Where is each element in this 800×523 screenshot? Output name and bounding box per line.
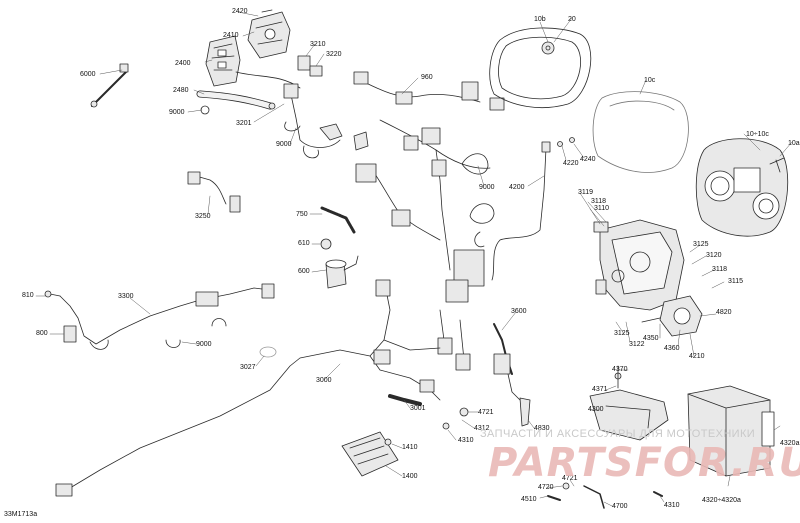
callout-4721-lower: 4721: [562, 475, 578, 482]
callout-3600: 3600: [511, 308, 527, 315]
harness-4200-part: [474, 141, 551, 281]
callout-3027: 3027: [240, 364, 256, 371]
callout-3001: 3001: [410, 405, 426, 412]
callout-610: 610: [298, 240, 310, 247]
callout-2410: 2410: [223, 32, 239, 39]
callout-4200: 4200: [509, 184, 525, 191]
relay-3600-part: [493, 323, 521, 401]
callout-4371: 4371: [592, 386, 608, 393]
actuator-4350-part: [641, 295, 703, 337]
callout-3118-lower: 3118: [712, 266, 728, 273]
connector-3210-part: [297, 55, 323, 77]
main-harness-960-part: [353, 71, 505, 371]
harness-3300-part: [44, 283, 275, 350]
callout-4220: 4220: [563, 160, 579, 167]
control-module-3110-part: [593, 219, 685, 311]
callout-4320a: 4320a: [780, 440, 800, 447]
callout-4721-upper: 4721: [478, 409, 494, 416]
callout-3120: 3120: [706, 252, 722, 259]
callout-3110: 3110: [594, 205, 610, 212]
callout-1400: 1400: [402, 473, 418, 480]
clamp-9000-part: [461, 153, 489, 175]
watermark-logo: PARTSFOR.RU: [488, 440, 800, 486]
callout-600: 600: [298, 268, 310, 275]
callout-4210: 4210: [689, 353, 705, 360]
callout-9000-lower: 9000: [196, 341, 212, 348]
callout-10c: 10c: [644, 77, 656, 84]
hose-2480-part: [196, 90, 276, 115]
tube-3001-part: [388, 394, 422, 406]
callout-810: 810: [22, 292, 34, 299]
cluster-lens-10c-part: [592, 91, 689, 173]
callout-3201: 3201: [236, 120, 252, 127]
callout-3210: 3210: [310, 41, 326, 48]
callout-3250: 3250: [195, 213, 211, 220]
cluster-bezel-10b-part: [489, 27, 592, 109]
callout-10b: 10b: [534, 16, 546, 23]
fitting-4830-part: [519, 397, 531, 427]
harness-3201-part: [283, 83, 369, 159]
callout-6000: 6000: [80, 71, 96, 78]
callout-960: 960: [421, 74, 433, 81]
main-harness-3000-part: [55, 279, 441, 497]
callout-4310-upper: 4310: [458, 437, 474, 444]
grommet-3027-part: [259, 346, 277, 358]
washer-4721-part: [459, 407, 469, 417]
callout-9000-upper: 9000: [169, 109, 185, 116]
callout-1410: 1410: [402, 444, 418, 451]
callout-750: 750: [296, 211, 308, 218]
bracket-4300-part: [589, 365, 669, 441]
callout-4700: 4700: [612, 503, 628, 510]
ecu-1400-part: [341, 431, 399, 477]
callout-10-to-10c: 10÷10c: [746, 131, 769, 138]
sensor-6000-part: [90, 63, 129, 108]
callout-4830: 4830: [534, 425, 550, 432]
callout-4312: 4312: [474, 425, 490, 432]
callout-2420: 2420: [232, 8, 248, 15]
callout-4240: 4240: [580, 156, 596, 163]
callout-3000: 3000: [316, 377, 332, 384]
screws-4220-part: [557, 137, 575, 147]
callout-4360: 4360: [664, 345, 680, 352]
callout-20: 20: [568, 16, 576, 23]
callout-2480: 2480: [173, 87, 189, 94]
callout-4820: 4820: [716, 309, 732, 316]
callout-3119: 3119: [578, 189, 594, 196]
callout-4370: 4370: [612, 366, 628, 373]
callout-3220: 3220: [326, 51, 342, 58]
callout-10a: 10a: [788, 140, 800, 147]
callout-3300: 3300: [118, 293, 134, 300]
switch-harness-3250-part: [187, 171, 241, 213]
module-4320-part: [687, 385, 775, 477]
callout-2400: 2400: [175, 60, 191, 67]
figure-id: 33M1713a: [4, 511, 38, 518]
callout-800: 800: [36, 330, 48, 337]
watermark-tagline: ЗАПЧАСТИ И АКСЕССУАРЫ ДЛЯ МОТОТЕХНИКИ: [480, 428, 756, 440]
handlebar-switch-part: [205, 9, 301, 89]
key-switch-part: [320, 206, 359, 289]
callout-3125-right: 3125: [693, 241, 709, 248]
callout-3122: 3122: [629, 341, 645, 348]
callout-4300: 4300: [588, 406, 604, 413]
callout-3125-lower: 3125: [614, 330, 630, 337]
bolts-lower-part: [547, 482, 663, 509]
callout-4510: 4510: [521, 496, 537, 503]
callout-4350: 4350: [643, 335, 659, 342]
callout-4320-range: 4320÷4320a: [702, 497, 741, 504]
instrument-cluster-part: [695, 138, 789, 237]
callout-9000-left: 9000: [276, 141, 292, 148]
callout-3115: 3115: [728, 278, 744, 285]
callout-4720: 4720: [538, 484, 554, 491]
callout-9000-center: 9000: [479, 184, 495, 191]
nut-4310-part: [442, 422, 450, 430]
callout-3118-upper: 3118: [591, 198, 607, 205]
callout-4310-lower: 4310: [664, 502, 680, 509]
clamp-9000-upper-part: [469, 203, 495, 224]
